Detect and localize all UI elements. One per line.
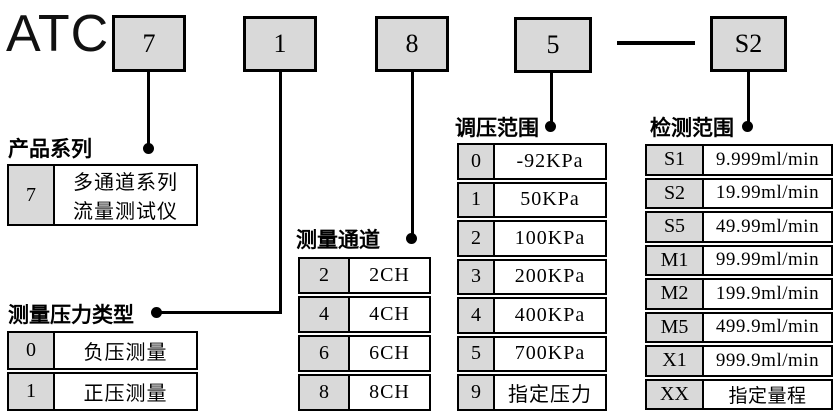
code-cell: S5 xyxy=(647,213,704,241)
desc-cell: 多通道系列 流量测试仪 xyxy=(73,172,178,223)
desc-cell: 999.9ml/min xyxy=(715,349,820,371)
desc-cell: 400KPa xyxy=(514,303,586,326)
table-row: 5 700KPa xyxy=(457,335,607,372)
table-row: M2 199.9ml/min xyxy=(645,278,833,310)
desc-cell: 199.9ml/min xyxy=(715,282,820,304)
code-separator-dash xyxy=(617,41,695,45)
code-cell: 6 xyxy=(300,337,350,370)
table-row: 4 400KPa xyxy=(457,297,607,334)
table-row: X1 999.9ml/min xyxy=(645,345,833,377)
table-row: 1 正压测量 xyxy=(7,372,198,411)
code-cell: M1 xyxy=(647,246,704,274)
table-row: XX 指定量程 xyxy=(645,378,833,410)
table-row: 8 8CH xyxy=(298,374,431,411)
connector-line-pressure-range xyxy=(550,73,553,127)
label-pressure-type: 测量压力类型 xyxy=(8,303,134,327)
connector-line-pressure-type-horizontal xyxy=(156,311,282,314)
code-cell: 2 xyxy=(300,259,350,292)
connector-dot-pressure-range xyxy=(545,121,556,132)
connector-line-pressure-type-vertical xyxy=(279,72,282,314)
connector-dot-channels xyxy=(406,233,417,244)
code-cell: XX xyxy=(647,380,704,408)
code-box-pressure-type: 1 xyxy=(243,16,317,72)
connector-dot-pressure-type xyxy=(151,307,162,318)
label-pressure-range: 调压范围 xyxy=(455,116,539,140)
connector-dot-detection-range xyxy=(742,121,753,132)
desc-cell: 指定压力 xyxy=(508,383,592,406)
code-cell: 0 xyxy=(459,145,495,178)
table-row: S5 49.99ml/min xyxy=(645,211,833,243)
desc-cell: 负压测量 xyxy=(83,342,168,364)
desc-cell: 100KPa xyxy=(514,226,586,249)
label-product-series: 产品系列 xyxy=(8,137,92,161)
table-row: M1 99.99ml/min xyxy=(645,244,833,276)
code-cell: 5 xyxy=(459,337,495,370)
desc-cell: 9.999ml/min xyxy=(715,148,820,170)
desc-cell: 指定量程 xyxy=(728,385,807,407)
code-cell: 7 xyxy=(9,166,55,224)
desc-cell: 正压测量 xyxy=(83,383,168,405)
desc-cell: 19.99ml/min xyxy=(715,182,820,204)
table-row: 9 指定压力 xyxy=(457,374,607,411)
code-box-channels: 8 xyxy=(375,16,449,72)
product-prefix: ATC xyxy=(6,5,110,63)
table-row: 0 -92KPa xyxy=(457,143,607,180)
code-cell: 4 xyxy=(459,299,495,332)
code-cell: 1 xyxy=(459,183,495,216)
channels-table: 2 2CH 4 4CH 6 6CH 8 8CH xyxy=(298,257,431,411)
desc-cell: 499.9ml/min xyxy=(715,316,820,338)
code-cell: S1 xyxy=(647,146,704,174)
table-row: S1 9.999ml/min xyxy=(645,144,833,176)
table-row: 0 负压测量 xyxy=(7,331,198,370)
code-cell: 4 xyxy=(300,298,350,331)
connector-dot-series xyxy=(143,143,154,154)
connector-line-detection-range xyxy=(747,72,750,127)
code-cell: M2 xyxy=(647,280,704,308)
pressure-type-table: 0 负压测量 1 正压测量 xyxy=(7,331,198,411)
code-box-detection-range: S2 xyxy=(710,16,787,72)
table-row: 4 4CH xyxy=(298,296,431,333)
table-row: 7 多通道系列 流量测试仪 xyxy=(7,164,198,226)
desc-cell: 700KPa xyxy=(514,342,586,365)
detection-range-table: S1 9.999ml/min S2 19.99ml/min S5 49.99ml… xyxy=(645,144,833,410)
code-cell: X1 xyxy=(647,347,704,375)
code-cell: 2 xyxy=(459,222,495,255)
table-row: 2 100KPa xyxy=(457,220,607,257)
table-row: 3 200KPa xyxy=(457,258,607,295)
label-detection-range: 检测范围 xyxy=(650,116,734,140)
label-channels: 测量通道 xyxy=(296,228,380,252)
connector-line-channels xyxy=(411,72,414,239)
desc-cell: 50KPa xyxy=(520,188,580,211)
code-cell: S2 xyxy=(647,179,704,207)
desc-cell: 2CH xyxy=(369,264,410,286)
table-row: 2 2CH xyxy=(298,257,431,294)
desc-cell: 4CH xyxy=(369,303,410,325)
product-series-table: 7 多通道系列 流量测试仪 xyxy=(7,164,198,226)
desc-cell: 49.99ml/min xyxy=(715,215,820,237)
code-cell: 8 xyxy=(300,376,350,409)
code-cell: 1 xyxy=(9,374,55,409)
table-row: S2 19.99ml/min xyxy=(645,177,833,209)
pressure-range-table: 0 -92KPa 1 50KPa 2 100KPa 3 200KPa 4 400… xyxy=(457,143,607,411)
connector-line-series xyxy=(147,72,150,151)
code-cell: 0 xyxy=(9,333,55,368)
table-row: 6 6CH xyxy=(298,335,431,372)
desc-cell: -92KPa xyxy=(516,149,584,172)
code-box-series: 7 xyxy=(112,15,186,72)
desc-cell: 6CH xyxy=(369,342,410,364)
desc-cell: 99.99ml/min xyxy=(715,249,820,271)
code-box-pressure-range: 5 xyxy=(514,17,592,73)
table-row: M5 499.9ml/min xyxy=(645,311,833,343)
desc-cell: 8CH xyxy=(369,381,410,403)
desc-cell: 200KPa xyxy=(514,265,586,288)
code-cell: 3 xyxy=(459,260,495,293)
code-cell: 9 xyxy=(459,376,495,409)
code-cell: M5 xyxy=(647,313,704,341)
table-row: 1 50KPa xyxy=(457,181,607,218)
